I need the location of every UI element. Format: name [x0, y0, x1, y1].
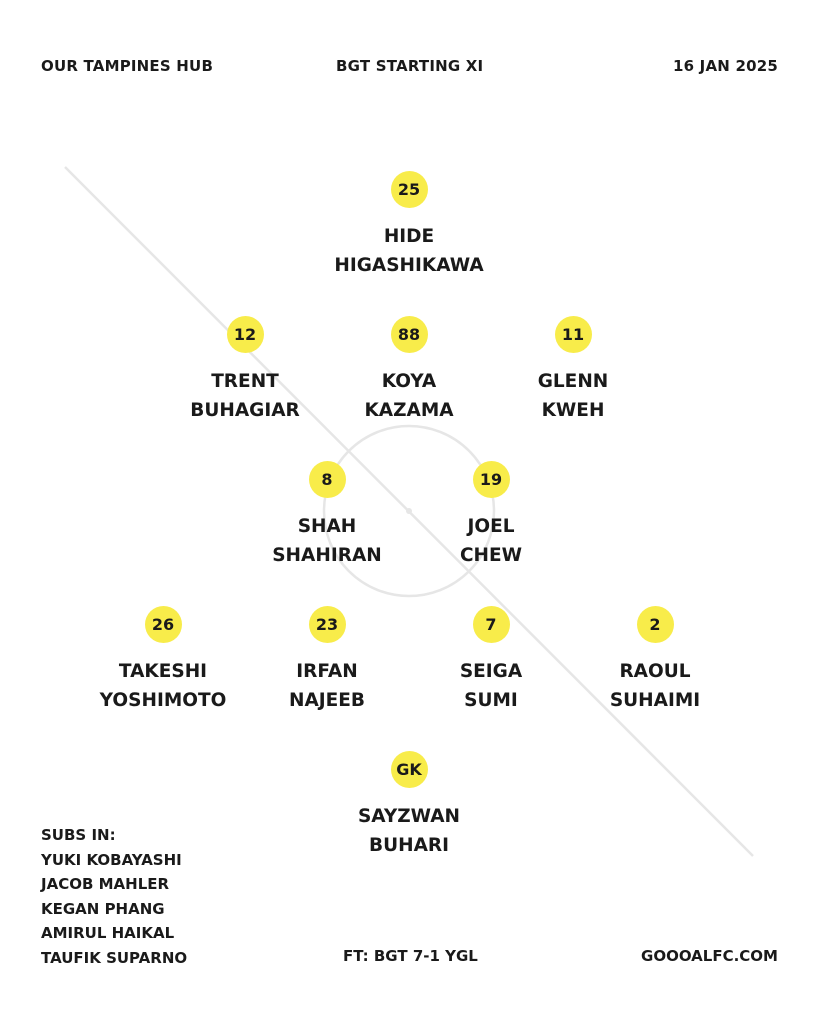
player-first-name: JOEL	[467, 516, 515, 537]
player-number-badge: 8	[308, 461, 346, 498]
player-first-name: TAKESHI	[118, 661, 208, 682]
player-last-name: YOSHIMOTO	[99, 690, 227, 711]
player-card: 11 GLENN KWEH	[473, 316, 673, 425]
center-spot	[406, 508, 412, 514]
player-number-badge: GK	[390, 751, 428, 788]
center-circle	[322, 424, 496, 598]
player-last-name: HIGASHIKAWA	[334, 255, 484, 276]
sub-name: YUKI KOBAYASHI	[41, 850, 182, 869]
page-title: BGT STARTING XI	[336, 57, 484, 75]
player-name: GLENN KWEH	[473, 367, 673, 425]
player-first-name: RAOUL	[619, 661, 691, 682]
player-name: HIDE HIGASHIKAWA	[309, 222, 509, 280]
player-number-badge: 2	[636, 606, 674, 643]
player-first-name: SEIGA	[459, 661, 523, 682]
player-first-name: GLENN	[537, 371, 609, 392]
subs-title: SUBS IN:	[41, 826, 116, 844]
player-number-badge: 11	[554, 316, 592, 353]
player-last-name: SHAHIRAN	[272, 545, 382, 566]
player-card: 7 SEIGA SUMI	[391, 606, 591, 715]
player-card: 19 JOEL CHEW	[391, 461, 591, 570]
venue: OUR TAMPINES HUB	[41, 57, 214, 75]
player-name: SEIGA SUMI	[391, 657, 591, 715]
player-number-badge: 25	[390, 171, 428, 208]
sub-name: AMIRUL HAIKAL	[41, 924, 175, 942]
player-number-badge: 23	[308, 606, 346, 643]
player-card: 2 RAOUL SUHAIMI	[555, 606, 755, 715]
player-number-badge: 19	[472, 461, 510, 498]
player-card: 23 IRFAN NAJEEB	[227, 606, 427, 715]
player-first-name: KOYA	[381, 371, 437, 392]
player-name: IRFAN NAJEEB	[227, 657, 427, 715]
player-first-name: SHAH	[297, 516, 357, 537]
player-name: TAKESHI YOSHIMOTO	[63, 657, 263, 715]
player-last-name: KWEH	[541, 400, 605, 421]
player-name: RAOUL SUHAIMI	[555, 657, 755, 715]
player-number-badge: 7	[472, 606, 510, 643]
player-last-name: BUHARI	[368, 835, 450, 856]
sub-name: JACOB MAHLER	[41, 875, 170, 893]
player-name: SAYZWAN BUHARI	[309, 802, 509, 860]
player-first-name: TRENT	[211, 371, 279, 392]
player-number-badge: 12	[226, 316, 264, 353]
player-card: 26 TAKESHI YOSHIMOTO	[63, 606, 263, 715]
player-card: 8 SHAH SHAHIRAN	[227, 461, 427, 570]
player-last-name: CHEW	[459, 545, 523, 566]
player-last-name: SUHAIMI	[609, 690, 701, 711]
player-last-name: BUHAGIAR	[190, 400, 300, 421]
player-number-badge: 88	[390, 316, 428, 353]
player-first-name: SAYZWAN	[357, 806, 461, 827]
player-name: TRENT BUHAGIAR	[145, 367, 345, 425]
player-name: JOEL CHEW	[391, 512, 591, 570]
player-card: GK SAYZWAN BUHARI	[309, 751, 509, 860]
player-name: KOYA KAZAMA	[309, 367, 509, 425]
website: GOOOALFC.COM	[641, 947, 778, 965]
player-first-name: HIDE	[383, 226, 435, 247]
player-number-badge: 26	[144, 606, 182, 643]
player-name: SHAH SHAHIRAN	[227, 512, 427, 570]
match-date: 16 JAN 2025	[672, 57, 778, 75]
player-last-name: KAZAMA	[364, 400, 454, 421]
player-last-name: SUMI	[464, 690, 518, 711]
sub-name: KEGAN PHANG	[41, 899, 165, 918]
player-card: 12 TRENT BUHAGIAR	[145, 316, 345, 425]
player-last-name: NAJEEB	[288, 690, 366, 711]
subs-list: SUBS IN: YUKI KOBAYASHI JACOB MAHLER KEG…	[41, 823, 187, 970]
player-card: 25 HIDE HIGASHIKAWA	[309, 171, 509, 280]
player-first-name: IRFAN	[296, 661, 358, 682]
player-card: 88 KOYA KAZAMA	[309, 316, 509, 425]
sub-name: TAUFIK SUPARNO	[41, 948, 188, 967]
final-score: FT: BGT 7-1 YGL	[343, 947, 478, 965]
